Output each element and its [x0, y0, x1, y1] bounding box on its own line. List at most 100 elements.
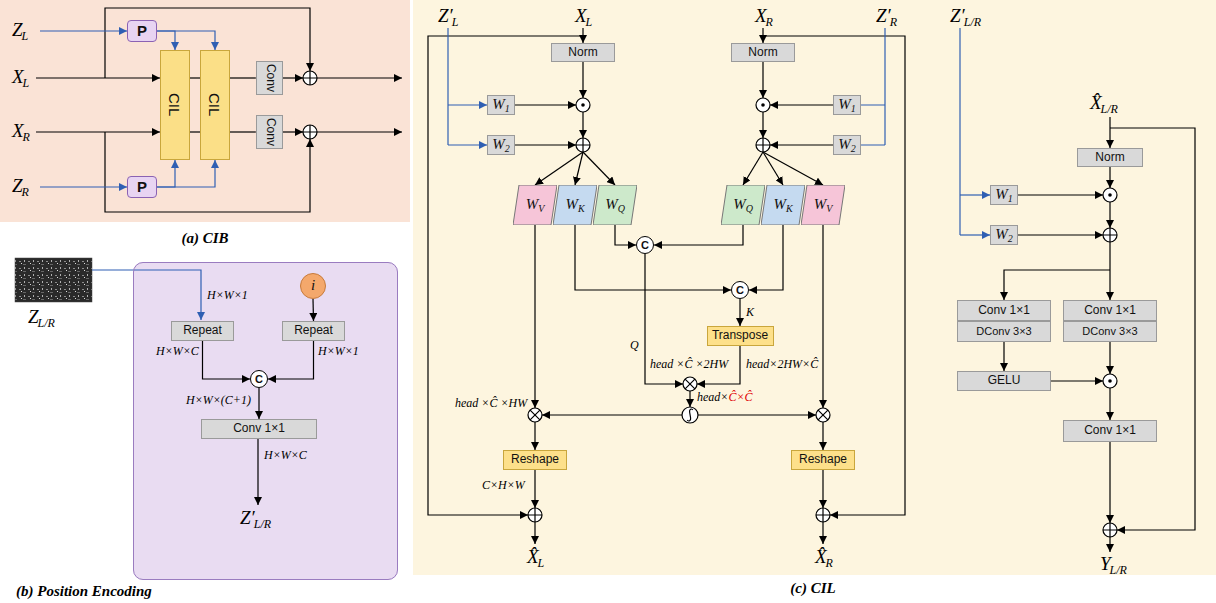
weight-box: W1 — [487, 95, 515, 115]
parallelogram-outline — [721, 185, 765, 225]
connector — [230, 77, 256, 78]
node-label: Conv 1×1 — [233, 421, 285, 435]
dimension-label: Q — [630, 338, 639, 352]
symbol-label: X̂ — [815, 546, 827, 568]
node-text: Reshape — [799, 453, 847, 467]
index-circle: i — [300, 273, 326, 299]
panel-caption: (a) CIB — [181, 230, 228, 247]
subscript-label: L — [538, 556, 545, 570]
subscript-label: L — [23, 76, 30, 90]
subscript-label: L — [586, 15, 593, 29]
connector — [157, 31, 215, 50]
node-label: Transpose — [712, 328, 768, 342]
node-label: W — [995, 186, 1008, 202]
subscript-label: L/R — [964, 15, 981, 29]
blue-wires — [448, 28, 960, 235]
gelu-box: GELU — [957, 371, 1051, 391]
node-text: CIL — [166, 93, 183, 116]
node-label: C — [255, 373, 263, 385]
symbol-label: Z′ — [950, 5, 965, 27]
node-label: Reshape — [799, 452, 847, 466]
cil-block: CIL — [200, 50, 230, 160]
conv-box: Conv — [256, 115, 283, 149]
edge-label: K — [745, 305, 755, 319]
reshape-box: Reshape — [791, 450, 855, 470]
connector — [157, 160, 215, 187]
parallelogram-outline — [761, 185, 805, 225]
node-text: WQ — [605, 196, 625, 213]
node-text: W2 — [995, 226, 1013, 243]
subscript-label: L/R — [1110, 563, 1127, 577]
node-label: DConv 3×3 — [976, 325, 1031, 337]
dimension-label: head ×Ĉ ×HW — [455, 396, 527, 410]
node-label: CIL — [167, 93, 184, 116]
conv-box: Conv 1×1 — [1063, 300, 1157, 321]
node-subscript: 1 — [1008, 193, 1013, 204]
node-label: W — [565, 196, 578, 212]
connector — [268, 341, 314, 379]
connector — [190, 131, 200, 132]
connector — [230, 131, 256, 132]
node-subscript: 2 — [851, 143, 856, 154]
symbol-label: X̂ — [1090, 92, 1102, 114]
node-label: P — [137, 22, 147, 39]
node-label: Conv 1×1 — [1084, 423, 1136, 437]
node-label: Repeat — [294, 323, 333, 337]
connector — [312, 299, 314, 321]
node-text: W1 — [995, 186, 1013, 203]
node-label: DConv 3×3 — [1082, 325, 1137, 337]
dimension-label: head×2HW×Ĉ — [746, 357, 818, 371]
transpose-box: Transpose — [707, 326, 774, 346]
node-label: C — [641, 239, 649, 251]
connector — [157, 160, 175, 187]
node-text: Transpose — [712, 329, 768, 343]
node-label: W — [838, 136, 851, 152]
node-subscript: Q — [618, 203, 625, 214]
symbol-label: X̂ — [527, 546, 539, 568]
node-text: i — [311, 277, 315, 294]
reshape-box: Reshape — [503, 450, 567, 470]
node-subscript: 2 — [1008, 233, 1013, 244]
operator-symbols — [303, 71, 1117, 537]
subscript-label: R — [23, 130, 30, 144]
symbol-label: X — [12, 66, 24, 88]
node-text: GELU — [988, 374, 1021, 388]
weight-box: W1 — [990, 185, 1018, 205]
node-label: W — [995, 226, 1008, 242]
projection-box: WV — [801, 185, 845, 225]
symbol-label: Y — [1100, 553, 1111, 575]
dimension-label: H×W×1 — [318, 344, 359, 358]
node-text: W1 — [838, 96, 856, 113]
norm-box: Norm — [1077, 148, 1143, 167]
symbol-label: X — [575, 5, 587, 27]
connector — [739, 299, 740, 326]
node-label: GELU — [988, 373, 1021, 387]
dimension-label: head ×Ĉ ×2HW — [650, 357, 728, 371]
node-text: Norm — [1095, 151, 1124, 165]
feature-image — [15, 258, 92, 302]
weight-box: W1 — [833, 95, 861, 115]
node-text: DConv 3×3 — [1082, 325, 1137, 338]
symbol-label: Z — [28, 306, 39, 328]
dimension-label: H×W×(C+1) — [186, 393, 251, 407]
connector — [575, 225, 731, 290]
dimension-label: head× — [697, 390, 728, 404]
node-text: Conv 1×1 — [233, 422, 285, 436]
parallelogram-outline — [553, 185, 597, 225]
node-label: W — [838, 96, 851, 112]
symbol-label: Z′ — [240, 507, 255, 529]
subscript-label: R — [890, 15, 897, 29]
node-label: CIL — [207, 93, 224, 116]
node-text: W1 — [492, 96, 510, 113]
connector — [749, 225, 783, 290]
node-text: P — [137, 22, 147, 39]
conv-box: Conv 1×1 — [201, 419, 317, 439]
node-label: W — [773, 196, 786, 212]
parallelogram-outline — [513, 185, 557, 225]
node-subscript: 2 — [505, 143, 510, 154]
node-label: Norm — [748, 45, 777, 59]
subscript-label: L/R — [38, 316, 55, 330]
symbol-label: Z′ — [876, 5, 891, 27]
node-label: W — [492, 96, 505, 112]
